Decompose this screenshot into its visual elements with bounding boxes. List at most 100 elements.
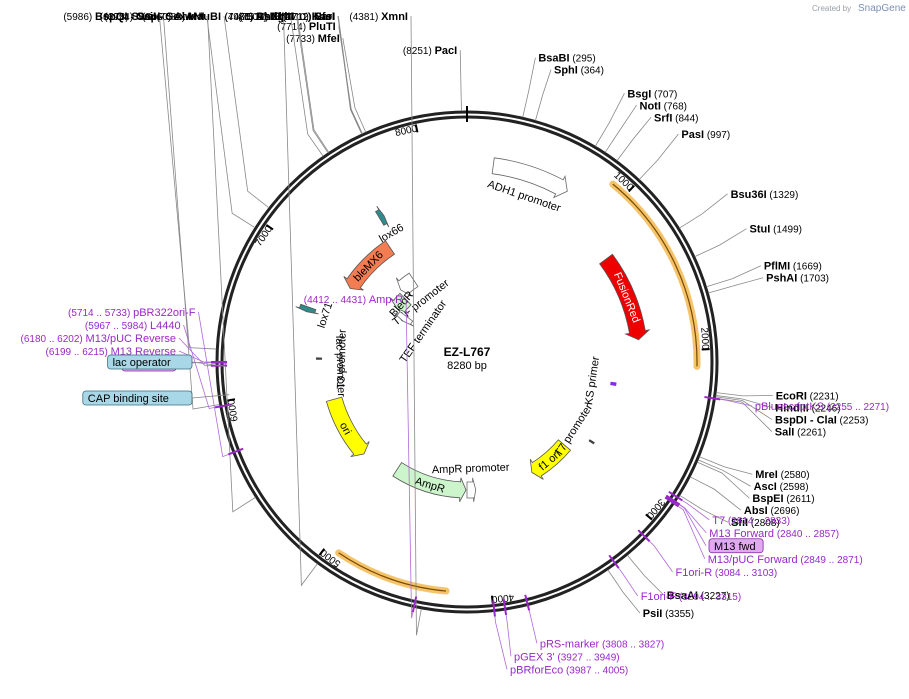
feature-ori-shape xyxy=(325,396,370,458)
site-psii-text: PsiI (3355) xyxy=(643,608,694,620)
site-bsgi: BsgI (707) xyxy=(594,88,677,147)
primer-pbr322ori-f-pos: (5714 .. 5733) xyxy=(68,308,133,319)
site-bspqi-text: (5986) BspQI - SapI xyxy=(63,11,160,23)
primer-pgex-3-leader xyxy=(505,614,512,657)
tick-label-2000: 2000 xyxy=(698,327,710,350)
primer-m13-puc-forward-name: M13/pUC Forward xyxy=(708,554,798,566)
orange-arc-core-0 xyxy=(612,183,698,367)
site-noti-leader xyxy=(604,105,637,153)
site-sali-text: SalI (2261) xyxy=(775,427,826,439)
site-sfii-pos: (2808) xyxy=(748,518,780,529)
site-absi: AbsI (2696) xyxy=(690,476,799,517)
site-swai-name: SwaI xyxy=(131,11,156,23)
site-sali-name: SalI xyxy=(775,427,795,439)
feature-blemx6-shape xyxy=(343,240,396,291)
site-sphi-name: SphI xyxy=(554,65,578,77)
primer-pbr322ori-f-mark xyxy=(227,447,244,456)
site-sfii-leader xyxy=(679,494,729,523)
primer-l4440-pos: (5967 .. 5984) xyxy=(85,321,150,332)
site-ahdi: (4981) AhdI xyxy=(224,11,318,587)
site-bspqi-pos: (5986) xyxy=(63,12,95,23)
site-bspei-pos: (2611) xyxy=(784,494,815,505)
primer-amp-r-pos: (4412 .. 4431) xyxy=(304,295,369,306)
site-mrei: MreI (2580) xyxy=(699,456,810,481)
feature-ampr-promoter-shape xyxy=(466,477,477,502)
site-pflmi-leader xyxy=(706,265,762,288)
primer-f1ori-r-pos: (3084 .. 3103) xyxy=(712,568,777,579)
feature-fusionred: FusionRed xyxy=(599,253,651,341)
tick-label-8000: 8000 xyxy=(394,124,418,140)
site-asci-name: AscI xyxy=(754,481,777,493)
site-srfi-text: SrfI (844) xyxy=(654,112,698,124)
primer-m13-puc-forward: M13/pUC Forward (2849 .. 2871) xyxy=(664,496,863,566)
primer-pgex-3-mark xyxy=(502,599,508,616)
site-maubi-leader xyxy=(223,15,270,209)
site-bsu36i-text: Bsu36I (1329) xyxy=(731,189,799,201)
site-bsu36i-name: Bsu36I xyxy=(731,189,767,201)
site-kasi-pos: (7710) xyxy=(280,12,312,23)
feature-ampr-promoter: AmpR promoter xyxy=(432,462,510,502)
primer-m13-puc-reverse-leader xyxy=(178,337,212,367)
feature-t7-promoter-label: T7 promoter xyxy=(553,402,596,459)
primer-l4440-leader xyxy=(183,324,216,409)
site-mrei-leader xyxy=(699,456,753,475)
feature-box-cap-binding-site-box xyxy=(82,390,193,406)
site-csii: (6954) CsiI - SexAI * xyxy=(104,11,256,229)
primer-pgex-3: pGEX 3' (3927 .. 3949) xyxy=(502,599,620,663)
site-pflmi: PflMI (1669) xyxy=(706,261,822,288)
site-srfi: SrfI (844) xyxy=(616,112,699,161)
feature-adh1-promoter: ADH1 promoter xyxy=(486,157,568,215)
site-pluti-pos: (7714) xyxy=(277,22,309,33)
primer-m13-fwd-leader xyxy=(679,504,707,546)
site-alwni-leader xyxy=(207,15,256,513)
site-alwni-text: (5460) AlwNI xyxy=(142,11,204,23)
feature-ampr-shape xyxy=(392,462,467,502)
site-bsabi: BsaBI (295) xyxy=(522,53,596,118)
site-sphi: SphI (364) xyxy=(535,65,604,121)
feature-ampr: AmpR xyxy=(392,462,467,502)
primer-l4440-mark xyxy=(214,403,231,409)
primer-amp-r-text: (4412 .. 4431) Amp-R xyxy=(304,294,403,306)
site-asci: AscI (2598) xyxy=(697,459,809,493)
primer-m13-puc-reverse-text: (6180 .. 6202) M13/pUC Reverse xyxy=(20,333,176,345)
site-bspqi-leader xyxy=(163,15,220,410)
site-absi-name: AbsI xyxy=(744,505,768,517)
primer-t7-pos: (2814 .. 2833) xyxy=(725,516,790,527)
site-mrei-pos: (2580) xyxy=(778,470,810,481)
site-asci-leader xyxy=(697,459,751,487)
site-asci-text: AscI (2598) xyxy=(754,481,809,493)
primer-m13-forward-leader xyxy=(679,504,707,534)
primer-t7-text: T7 (2814 .. 2833) xyxy=(712,515,790,527)
site-pflmi-text: PflMI (1669) xyxy=(764,261,822,273)
site-ahdi-pos: (4981) xyxy=(224,12,256,23)
site-bglii-pos: (7507) xyxy=(238,12,270,23)
site-kasi-text: (7710) KasI xyxy=(280,11,335,23)
feature-box-lac-operator: lac operator xyxy=(107,354,228,370)
feature-ampr-promoter-label: AmpR promoter xyxy=(432,462,510,477)
feature-box-cap-binding-site-name: CAP binding site xyxy=(88,393,169,405)
primer-pgex-3-pos: (3927 .. 3949) xyxy=(555,652,620,663)
primer-pbr322ori-f: (5714 .. 5733) pBR322ori-F xyxy=(68,307,244,458)
primer-m13-forward-name: M13 Forward xyxy=(709,528,774,540)
site-stui-leader xyxy=(694,228,747,257)
site-mrei-text: MreI (2580) xyxy=(755,469,809,481)
feature-box-lac-operator-leader xyxy=(191,361,228,367)
primer-t7-mark xyxy=(668,490,683,502)
feature-tef-terminator-shape xyxy=(393,310,415,327)
primer-m13-fwd-name: M13 fwd xyxy=(714,541,756,553)
primer-f1ori-f-leader xyxy=(618,567,639,597)
site-bspqi: (5986) BspQI - SapI xyxy=(63,11,220,410)
feature-ks-primer-label: KS primer xyxy=(583,355,602,405)
site-pasi-text: PasI (997) xyxy=(681,129,730,141)
tick-8000 xyxy=(414,124,419,133)
site-xmni-text: (4381) XmnI xyxy=(349,11,408,23)
primer-pbrforeco-leader xyxy=(494,616,508,670)
site-csii-pos: (6954) xyxy=(104,12,136,23)
site-mfei-pos: (7733) xyxy=(286,34,318,45)
site-ahdi-text: (4981) AhdI xyxy=(224,11,280,23)
site-paci-text: (8251) PacI xyxy=(403,45,457,57)
site-psii-name: PsiI xyxy=(643,608,663,620)
site-xbai-text: (7512) XbaI xyxy=(240,11,295,23)
feature-lox66-label: lox66 xyxy=(377,222,406,246)
site-bsu36i-pos: (1329) xyxy=(767,190,799,201)
